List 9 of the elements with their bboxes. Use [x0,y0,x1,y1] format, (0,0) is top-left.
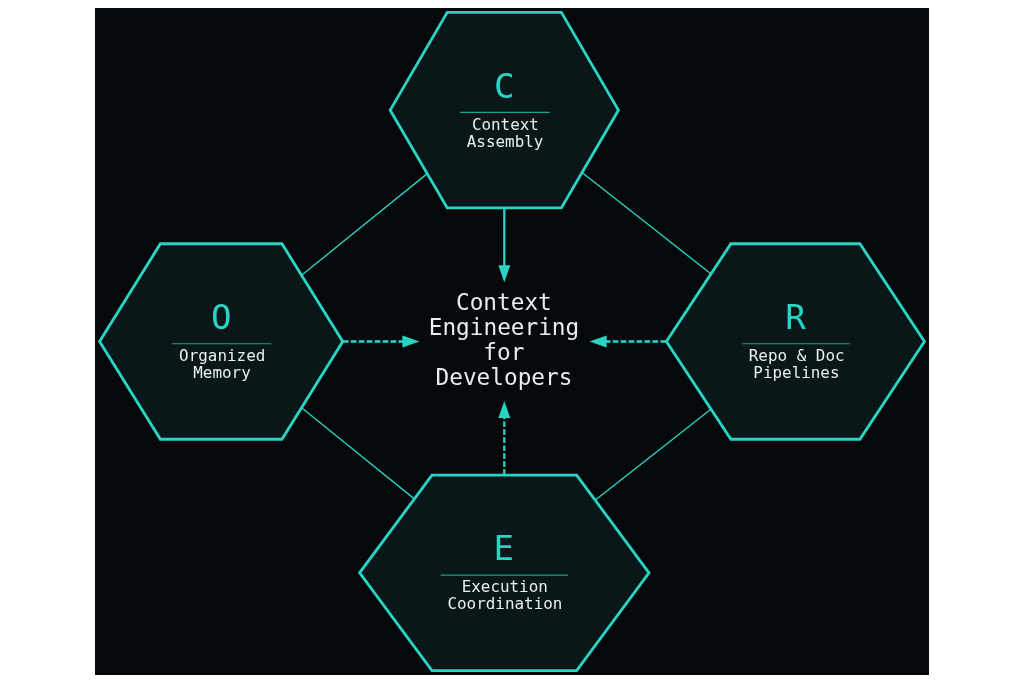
connector [301,407,415,500]
arrow [342,335,420,348]
arrow [498,207,511,283]
arrow [589,335,667,348]
connector [581,172,712,275]
arrow [498,400,511,475]
connector [595,408,712,501]
node-text: Context Engineering for Developers [428,288,580,390]
connector [301,173,428,276]
